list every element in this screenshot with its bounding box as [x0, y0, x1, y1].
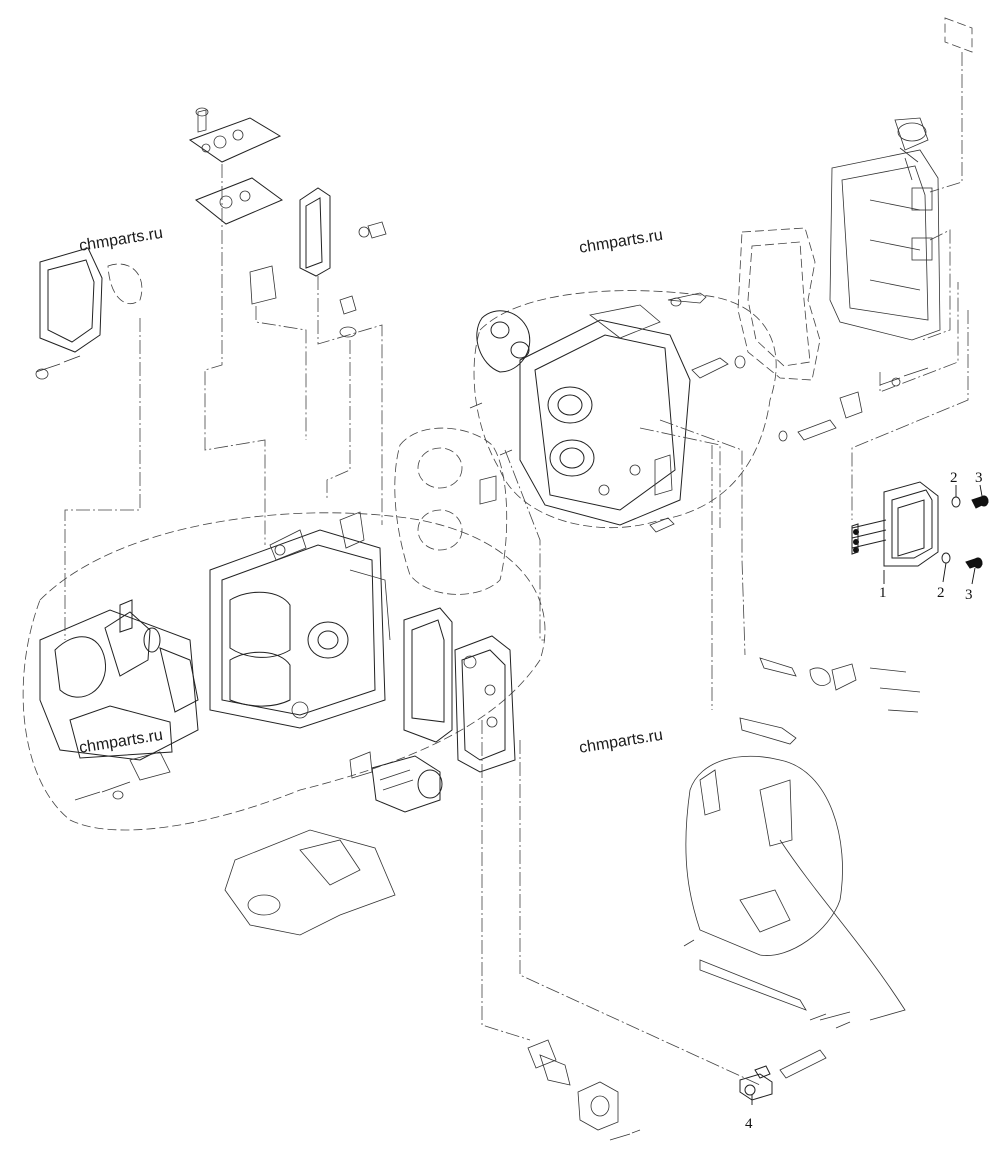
- exhaust-cover: [35, 247, 143, 380]
- intake-manifold: [39, 599, 199, 801]
- reference-box: [929, 17, 973, 193]
- head-bolts: [469, 292, 929, 533]
- ignition-coil: [851, 481, 939, 567]
- lower-housing: [683, 755, 906, 1079]
- callout-4: 4: [745, 1116, 753, 1132]
- top-plates: [188, 107, 284, 225]
- head-cover: [829, 117, 941, 341]
- callout-leaders: [751, 484, 983, 1105]
- leader-coil: [851, 310, 969, 520]
- coil-fasteners: [941, 495, 989, 569]
- callout-3-bottom: 3: [965, 587, 973, 603]
- leader-cover: [921, 229, 951, 341]
- head-cover-gasket: [737, 227, 821, 381]
- callout-2-top: 2: [950, 470, 958, 486]
- leader-plug2: [659, 419, 746, 656]
- callout-1: 1: [879, 585, 887, 601]
- head-gasket: [394, 427, 508, 595]
- leader-plug: [639, 427, 721, 528]
- cylinder-head: [476, 304, 691, 526]
- inner-plates: [403, 607, 516, 773]
- upper-small-parts: [249, 187, 387, 338]
- chain-leaders-upper: [64, 164, 545, 641]
- oil-filter: [349, 751, 443, 813]
- spark-plugs: [739, 657, 921, 745]
- thermostat-housing: [527, 1039, 641, 1141]
- oil-pan-gasket: [224, 829, 396, 936]
- block-envelope: [22, 512, 546, 831]
- chain-leaders-lower: [481, 720, 761, 1086]
- leader-bolt: [879, 282, 959, 393]
- callout-2-bottom: 2: [937, 585, 945, 601]
- head-envelope: [473, 290, 777, 529]
- joint-fitting: [739, 1065, 773, 1101]
- cylinder-block: [209, 511, 391, 729]
- callout-3-top: 3: [975, 470, 983, 486]
